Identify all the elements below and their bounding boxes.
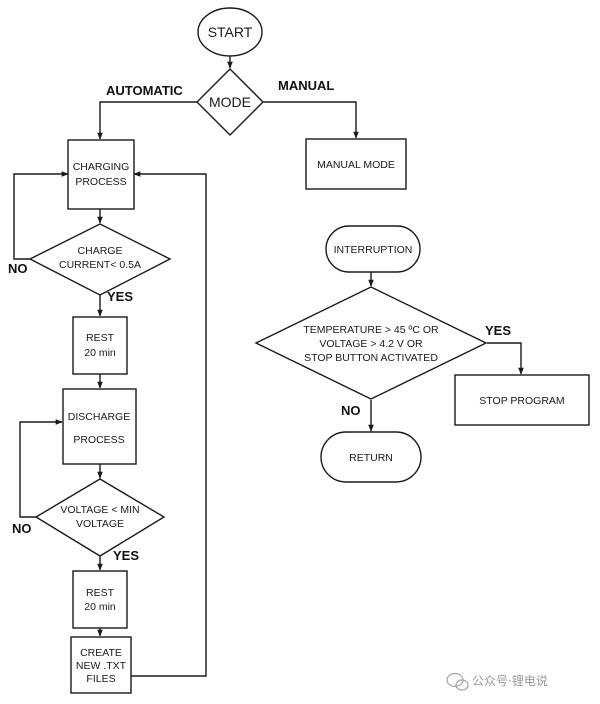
charging-process-line-1: CHARGING xyxy=(73,161,130,173)
connectors xyxy=(13,56,524,677)
interrupt-decision-line-3: STOP BUTTON ACTIVATED xyxy=(304,352,438,364)
connector-voltage-no-loop xyxy=(19,419,63,518)
return-label: RETURN xyxy=(349,452,393,464)
voltage-decision-line-1: VOLTAGE < MIN xyxy=(60,504,139,516)
edge-labels: AUTOMATIC MANUAL NO YES NO YES YES NO xyxy=(8,78,511,563)
voltage-no-label: NO xyxy=(12,521,32,536)
voltage-yes-label: YES xyxy=(113,548,139,563)
interrupt-decision-line-2: VOLTAGE > 4.2 V OR xyxy=(319,338,423,350)
mode-decision: MODE xyxy=(196,68,264,136)
connector-charge-no-loop xyxy=(13,171,69,260)
start-node: START xyxy=(197,7,263,57)
interruption-label: INTERRUPTION xyxy=(334,244,413,256)
charge-current-decision: CHARGE CURRENT< 0.5A xyxy=(28,223,172,296)
charge-no-label: NO xyxy=(8,261,28,276)
discharge-process-box: DISCHARGE PROCESS xyxy=(62,388,137,465)
manual-mode-label: MANUAL MODE xyxy=(317,159,395,171)
charge-decision-line-1: CHARGE xyxy=(78,245,123,257)
return-node: RETURN xyxy=(320,431,422,483)
charging-process-box: CHARGING PROCESS xyxy=(67,139,135,210)
manual-label: MANUAL xyxy=(278,78,334,93)
wechat-icon xyxy=(446,672,469,691)
connector-mode-to-charging xyxy=(97,101,197,140)
charging-process-line-2: PROCESS xyxy=(75,176,126,188)
manual-mode-box: MANUAL MODE xyxy=(305,138,407,190)
interrupt-no-label: NO xyxy=(341,403,361,418)
create-files-line-3: FILES xyxy=(86,673,115,685)
watermark-text: 公众号·锂电说 xyxy=(472,673,548,688)
create-files-line-2: NEW .TXT xyxy=(76,660,127,672)
create-files-line-1: CREATE xyxy=(80,647,122,659)
discharge-process-line-1: DISCHARGE xyxy=(68,411,130,423)
automatic-label: AUTOMATIC xyxy=(106,83,183,98)
voltage-decision-line-2: VOLTAGE xyxy=(76,518,124,530)
rest-1-line-2: 20 min xyxy=(84,347,116,359)
charge-yes-label: YES xyxy=(107,289,133,304)
charge-decision-line-2: CURRENT< 0.5A xyxy=(59,259,141,271)
connector-mode-to-manual xyxy=(263,101,359,139)
interrupt-yes-label: YES xyxy=(485,323,511,338)
interrupt-decision-line-1: TEMPERATURE > 45 ºC OR xyxy=(303,324,439,336)
interrupt-condition-decision: TEMPERATURE > 45 ºC OR VOLTAGE > 4.2 V O… xyxy=(254,286,488,400)
interruption-node: INTERRUPTION xyxy=(325,225,421,273)
connector-interrupt-yes-to-stop xyxy=(487,342,524,375)
discharge-process-line-2: PROCESS xyxy=(73,434,124,446)
rest-2-line-2: 20 min xyxy=(84,601,116,613)
rest-box-1: REST 20 min xyxy=(72,316,128,375)
stop-program-label: STOP PROGRAM xyxy=(479,395,564,407)
rest-box-2: REST 20 min xyxy=(72,570,128,629)
voltage-min-decision: VOLTAGE < MIN VOLTAGE xyxy=(34,478,166,557)
watermark: 公众号·锂电说 xyxy=(446,672,548,691)
rest-2-line-1: REST xyxy=(86,587,115,599)
start-label: START xyxy=(208,24,253,40)
create-files-box: CREATE NEW .TXT FILES xyxy=(70,636,132,694)
mode-label: MODE xyxy=(209,94,251,110)
rest-1-line-1: REST xyxy=(86,332,115,344)
connector-create-to-charging xyxy=(131,171,207,677)
stop-program-box: STOP PROGRAM xyxy=(454,374,590,426)
